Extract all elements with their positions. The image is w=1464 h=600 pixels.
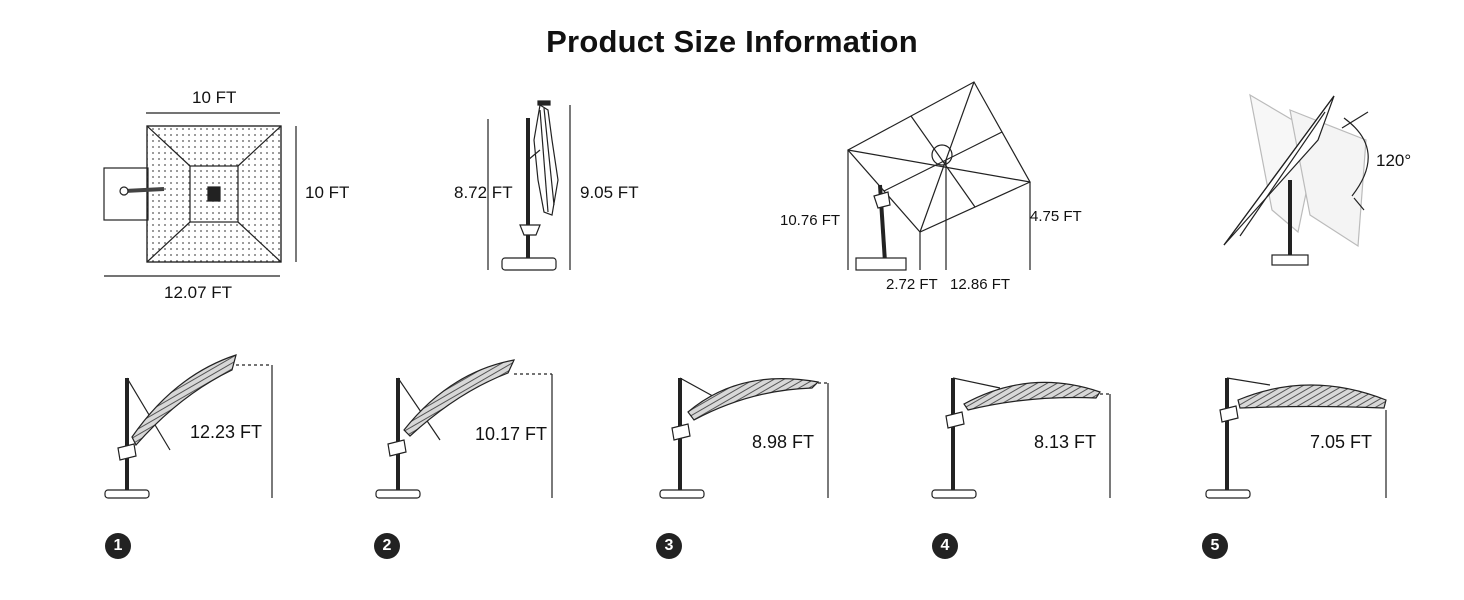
open-umbrella-diagram bbox=[847, 81, 1031, 271]
tilt-diagram-5 bbox=[1205, 377, 1387, 499]
step-badge-3: 3 bbox=[656, 533, 682, 559]
step-badge-5: 5 bbox=[1202, 533, 1228, 559]
step-badge-2: 2 bbox=[374, 533, 400, 559]
top-view-overall-label: 12.07 FT bbox=[164, 283, 233, 302]
rotation-diagram bbox=[1223, 93, 1369, 266]
rotation-angle-label: 120° bbox=[1376, 151, 1412, 170]
tilt-diagram-2 bbox=[375, 359, 553, 499]
tilt-diagram-1 bbox=[104, 354, 273, 499]
top-view-depth-label: 10 FT bbox=[305, 183, 350, 202]
pole-height-label: 8.72 FT bbox=[454, 183, 513, 202]
total-height-label: 9.05 FT bbox=[580, 183, 639, 202]
tilt-height-label-3: 8.98 FT bbox=[752, 432, 815, 452]
page-title: Product Size Information bbox=[546, 24, 918, 59]
tilt-height-label-4: 8.13 FT bbox=[1034, 432, 1097, 452]
top-view-width-label: 10 FT bbox=[192, 88, 237, 107]
edge-height-label: 4.75 FT bbox=[1030, 208, 1082, 225]
step-badge-4: 4 bbox=[932, 533, 958, 559]
tilt-diagram-3 bbox=[659, 377, 829, 499]
open-height-label: 10.76 FT bbox=[780, 212, 841, 229]
tilt-height-label-5: 7.05 FT bbox=[1310, 432, 1373, 452]
tilt-height-label-1: 12.23 FT bbox=[190, 422, 263, 442]
base-offset-label: 2.72 FT bbox=[886, 276, 938, 293]
folded-umbrella-diagram bbox=[487, 100, 571, 271]
tilt-height-label-2: 10.17 FT bbox=[475, 424, 548, 444]
span-label: 12.86 FT bbox=[950, 276, 1011, 293]
tilt-diagram-4 bbox=[931, 377, 1111, 499]
tilt-diagrams bbox=[104, 354, 1387, 499]
step-badge-1: 1 bbox=[105, 533, 131, 559]
top-view-diagram bbox=[103, 112, 297, 277]
